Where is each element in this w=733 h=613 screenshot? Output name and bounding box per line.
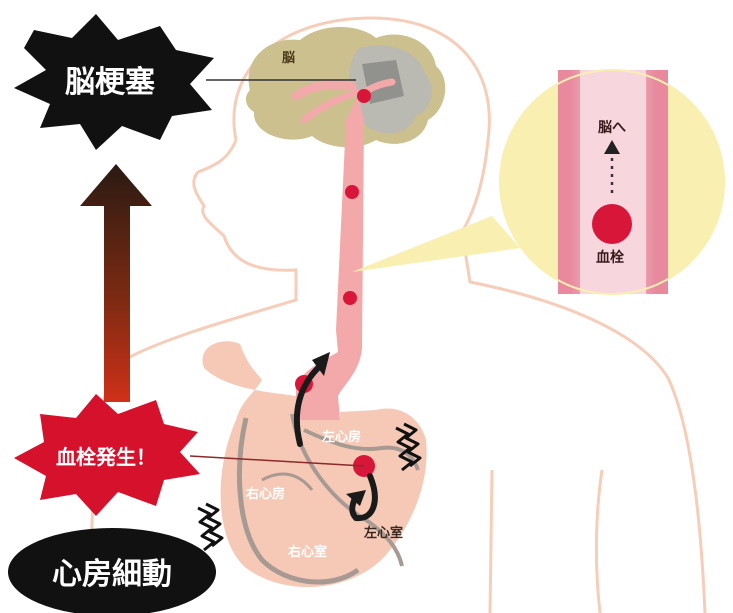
afib-label: 心房細動: [52, 557, 172, 592]
left-ventricle-label: 左心室: [364, 525, 403, 541]
clot-dot: [357, 89, 371, 103]
clot-zoom-label: 血栓: [596, 249, 624, 266]
flow-arrowhead: [312, 352, 330, 376]
clot-leader-line: [189, 455, 365, 467]
stroke-badge: 脳梗塞: [14, 14, 356, 150]
right-atrium-label: 右心房: [245, 486, 285, 502]
left-atrium-label: 左心房: [322, 429, 361, 445]
up-arrow-icon: [604, 140, 620, 154]
clot-dot: [345, 185, 359, 199]
clot-dot: [343, 291, 357, 305]
to-brain-label: 脳へ: [598, 119, 626, 136]
heart: [202, 341, 427, 588]
right-ventricle-label: 右心室: [287, 544, 327, 560]
palpitation-icon: [197, 422, 422, 552]
flow-arrow: [293, 365, 378, 522]
flow-arrowhead: [346, 490, 366, 506]
brain-label: 脳: [282, 51, 295, 66]
stroke-label: 脳梗塞: [65, 65, 155, 100]
vessel-zoom-callout: 脳へ 血栓: [352, 69, 726, 295]
afib-badge: 心房細動: [8, 528, 216, 613]
clot-zoom-dot: [592, 204, 632, 244]
clot-onset-label: 血栓発生！: [56, 445, 156, 469]
clot-onset-badge: 血栓発生！: [14, 394, 365, 516]
progression-arrow: [80, 164, 152, 402]
